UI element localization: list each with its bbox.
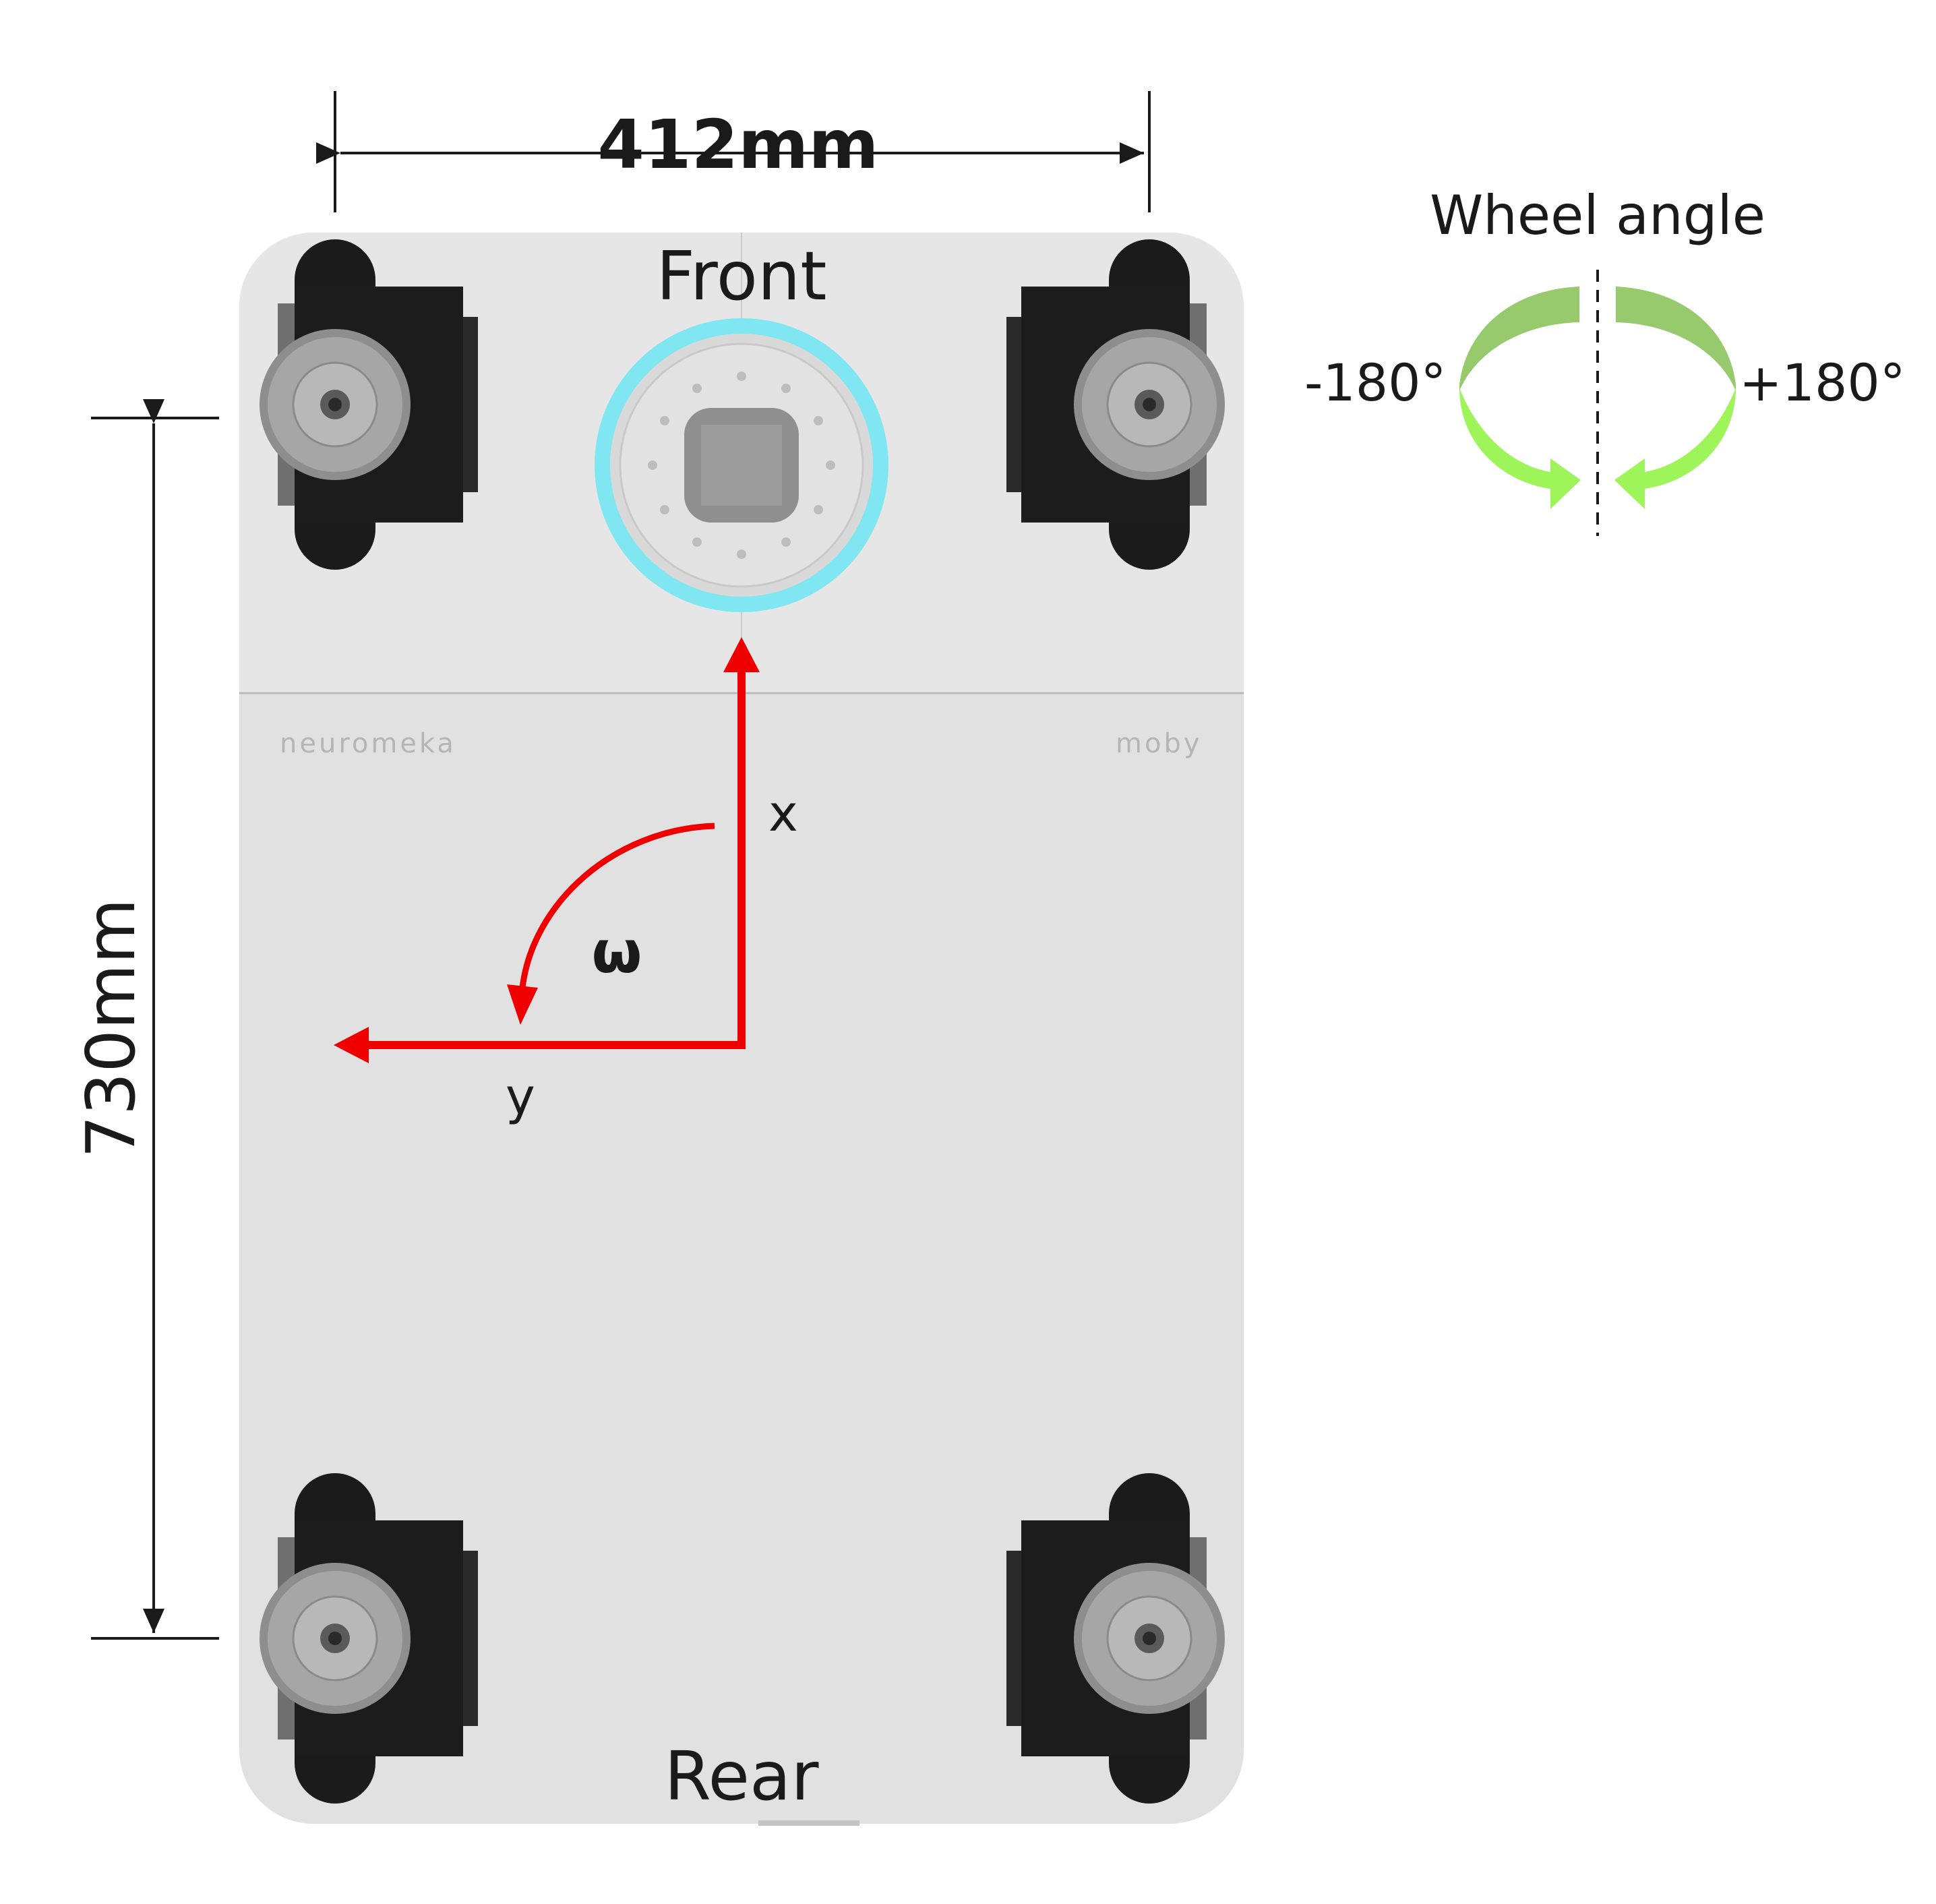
lidar-sensor-icon bbox=[595, 318, 888, 612]
left-arc-top bbox=[1459, 287, 1579, 391]
neuromeka-logo: neuromeka bbox=[280, 728, 456, 759]
x-axis-label: x bbox=[768, 785, 798, 843]
rear-label: Rear bbox=[664, 1737, 819, 1816]
negative-angle-label: -180° bbox=[1304, 353, 1447, 413]
y-axis-arrowhead bbox=[334, 1027, 369, 1063]
length-dimension-label: 730mm bbox=[71, 898, 150, 1158]
right-arc-top bbox=[1616, 287, 1736, 391]
width-dimension-label: 412mm bbox=[597, 105, 879, 184]
coordinate-frame bbox=[334, 637, 760, 1063]
x-axis-arrowhead bbox=[723, 637, 760, 672]
axis-lines bbox=[361, 661, 746, 1049]
width-dimension bbox=[316, 91, 1151, 212]
front-label: Front bbox=[656, 237, 827, 316]
rotation-arrowhead bbox=[507, 984, 538, 1025]
wheel-angle-icon bbox=[1459, 270, 1736, 536]
right-arc-bottom bbox=[1614, 388, 1736, 509]
left-arc-bottom bbox=[1459, 388, 1581, 509]
y-axis-label: y bbox=[506, 1068, 535, 1126]
moby-logo: moby bbox=[1116, 728, 1203, 759]
wheel-angle-title: Wheel angle bbox=[1430, 184, 1765, 247]
rotation-label: ω bbox=[591, 919, 642, 986]
rotation-arrow-icon bbox=[519, 823, 715, 988]
length-dimension bbox=[91, 399, 219, 1640]
positive-angle-label: +180° bbox=[1739, 353, 1906, 413]
rear-tab bbox=[758, 1820, 859, 1826]
